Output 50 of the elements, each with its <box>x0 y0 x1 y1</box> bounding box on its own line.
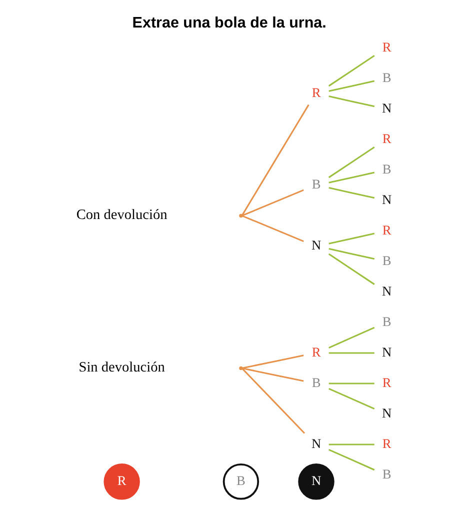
connector <box>328 172 374 184</box>
connector <box>242 215 304 242</box>
node-text: B <box>382 314 391 329</box>
node-text: R <box>382 436 391 451</box>
connector <box>328 326 374 348</box>
connector <box>242 354 304 369</box>
node-text: B <box>382 252 391 268</box>
node-text: N <box>310 238 321 253</box>
node-text: R <box>311 344 320 360</box>
node-text: N <box>381 283 392 298</box>
connector <box>328 248 374 260</box>
node-circle: N <box>298 464 334 500</box>
connector <box>328 388 374 410</box>
node-text: R <box>382 130 391 146</box>
node-text: R <box>311 85 320 100</box>
connector <box>328 253 374 285</box>
node-text: N <box>381 192 392 207</box>
diagram-title: Extrae una bola de la urna. <box>132 14 326 32</box>
node-text: B <box>382 70 391 85</box>
node-text: R <box>382 39 391 54</box>
node-text: R <box>382 222 391 238</box>
node-text: B <box>311 176 320 192</box>
connector <box>328 54 374 87</box>
connector <box>242 368 304 382</box>
connector <box>328 448 374 471</box>
node-circle: B <box>222 464 259 500</box>
node-text: N <box>381 405 392 420</box>
connector <box>328 232 374 244</box>
connector <box>241 104 309 216</box>
node-point <box>238 366 242 370</box>
node-text: N <box>381 344 392 360</box>
label: Sin devolución <box>78 360 164 376</box>
node-text: N <box>310 436 321 451</box>
connector <box>328 382 374 384</box>
label: Con devolución <box>76 207 167 224</box>
connector <box>328 96 374 108</box>
node-point <box>238 214 242 218</box>
connector <box>328 80 374 92</box>
connector <box>242 189 304 216</box>
node-text: B <box>311 374 320 390</box>
connector <box>328 146 374 178</box>
node-text: N <box>381 100 392 116</box>
node-text: B <box>382 161 391 176</box>
node-circle: R <box>103 464 140 500</box>
connector <box>328 352 374 354</box>
node-text: B <box>382 466 391 482</box>
connector <box>241 368 305 434</box>
connector <box>328 187 374 199</box>
node-text: R <box>382 374 391 390</box>
connector <box>328 444 374 446</box>
